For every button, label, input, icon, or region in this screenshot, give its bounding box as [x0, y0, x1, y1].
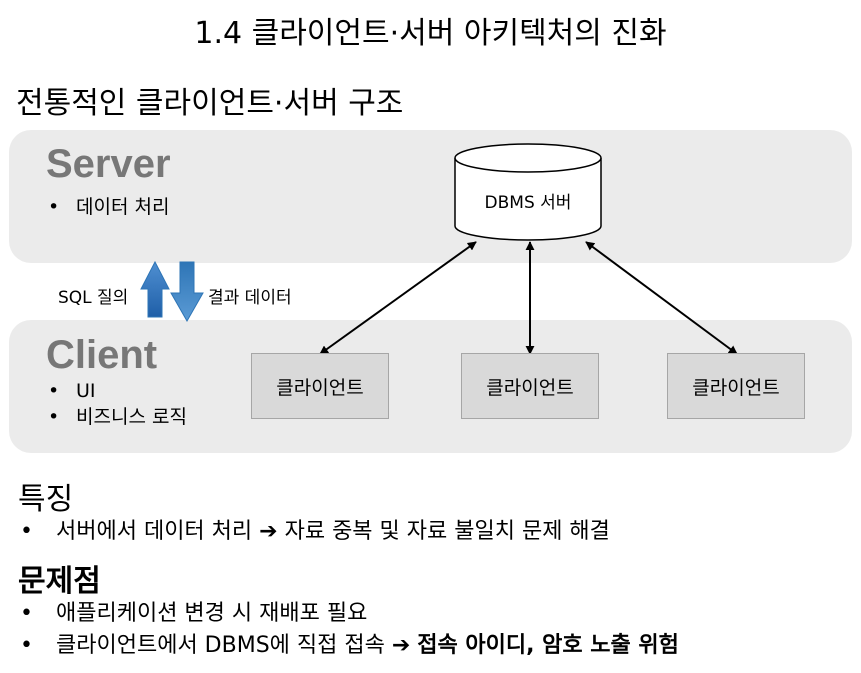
up-arrow-icon: [140, 260, 170, 318]
client-bullet-item: UI: [46, 378, 187, 404]
client-box-label: 클라이언트: [486, 376, 574, 399]
server-bullets: 데이터 처리: [46, 194, 169, 220]
problem-item: 애플리케이션 변경 시 재배포 필요: [18, 598, 679, 630]
feature-item: 서버에서 데이터 처리 ➔ 자료 중복 및 자료 불일치 문제 해결: [18, 516, 610, 548]
connector-right: [585, 241, 738, 355]
server-bullet-item: 데이터 처리: [46, 194, 169, 220]
problem-item: 클라이언트에서 DBMS에 직접 접속 ➔ 접속 아이디, 암호 노출 위험: [18, 630, 679, 662]
feature-item-result: 자료 중복 및 자료 불일치 문제 해결: [284, 519, 610, 544]
client-box: 클라이언트: [251, 353, 389, 419]
features-heading: 특징: [18, 482, 74, 517]
sql-query-label: SQL 질의: [58, 288, 129, 308]
section-subtitle: 전통적인 클라이언트·서버 구조: [16, 86, 404, 121]
client-box-label: 클라이언트: [276, 376, 364, 399]
features-list: 서버에서 데이터 처리 ➔ 자료 중복 및 자료 불일치 문제 해결: [18, 516, 610, 548]
dbms-server-label: DBMS 서버: [484, 193, 572, 213]
feature-item-text: 서버에서 데이터 처리: [56, 519, 253, 544]
client-box: 클라이언트: [461, 353, 599, 419]
client-bullet-item: 비즈니스 로직: [46, 404, 187, 430]
client-box: 클라이언트: [667, 353, 805, 419]
problem-item-result: 접속 아이디, 암호 노출 위험: [417, 633, 679, 658]
connector-left: [319, 241, 477, 355]
client-box-label: 클라이언트: [692, 376, 780, 399]
problem-item-text: 클라이언트에서 DBMS에 직접 접속: [56, 633, 385, 658]
problem-item-text: 애플리케이션 변경 시 재배포 필요: [56, 601, 368, 626]
client-bullets: UI 비즈니스 로직: [46, 378, 187, 430]
down-arrow-icon: [170, 261, 204, 323]
server-label: Server: [46, 142, 171, 186]
arrow-icon: ➔: [391, 633, 411, 658]
problems-list: 애플리케이션 변경 시 재배포 필요 클라이언트에서 DBMS에 직접 접속 ➔…: [18, 598, 679, 662]
client-label: Client: [46, 333, 158, 377]
result-data-label: 결과 데이터: [208, 288, 292, 308]
page-title: 1.4 클라이언트·서버 아키텍처의 진화: [194, 16, 667, 51]
database-cylinder-icon: [454, 143, 602, 241]
problems-heading: 문제점: [18, 564, 101, 599]
arrow-icon: ➔: [259, 519, 278, 544]
